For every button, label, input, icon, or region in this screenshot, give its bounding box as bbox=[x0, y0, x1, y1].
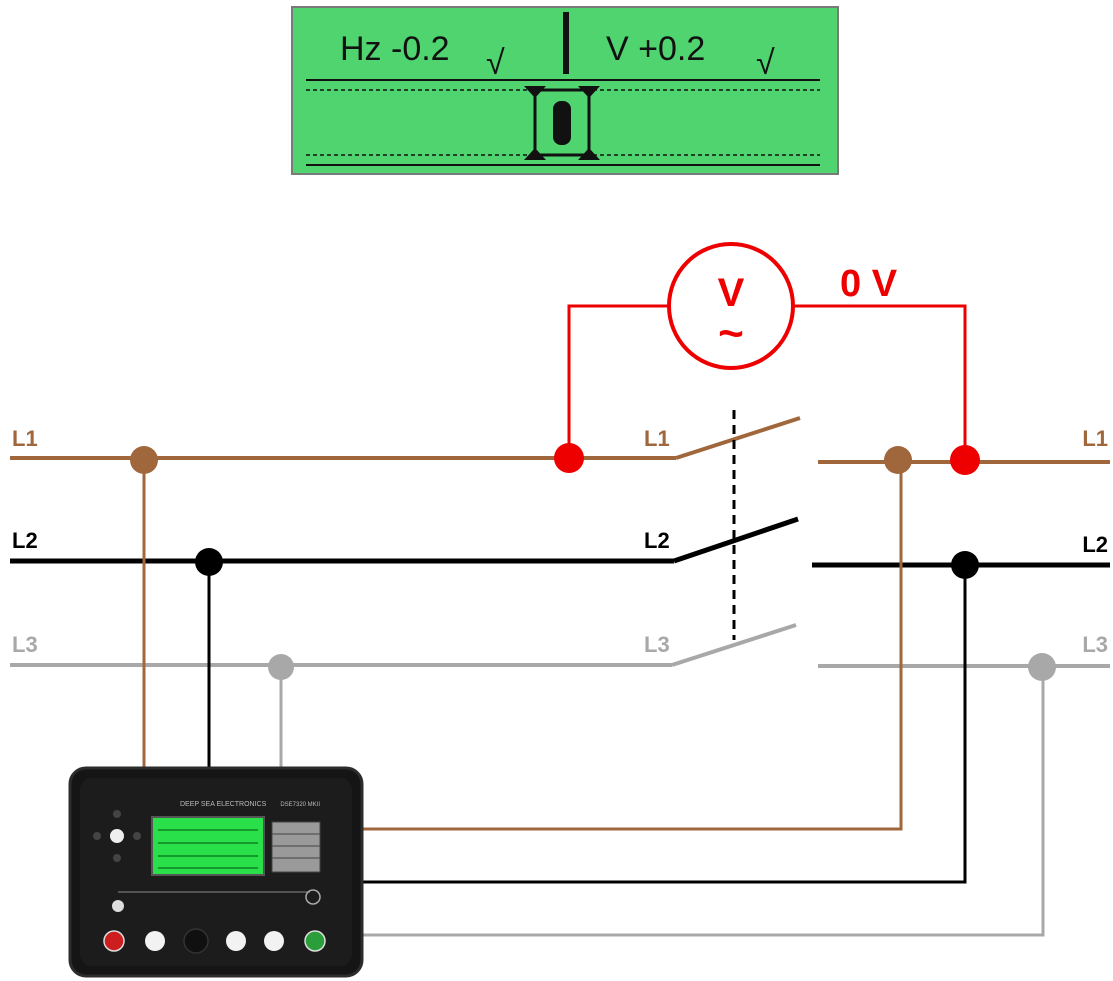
right-l2-label: L2 bbox=[1082, 532, 1108, 557]
auto-button[interactable] bbox=[226, 931, 246, 951]
right-l1-tap-wire bbox=[355, 460, 903, 831]
manual-button[interactable] bbox=[145, 931, 165, 951]
ac-wave-icon: ~ bbox=[718, 309, 744, 358]
line-l2 bbox=[10, 516, 1110, 568]
navigation-pad[interactable] bbox=[93, 810, 141, 862]
left-l1-label: L1 bbox=[12, 426, 38, 451]
frequency-ok-check-icon: √ bbox=[486, 44, 505, 82]
frequency-difference-label: Hz -0.2 bbox=[340, 30, 450, 68]
controller-lcd bbox=[151, 816, 265, 876]
voltmeter-right-probe bbox=[950, 445, 980, 475]
generator-controller: DEEP SEA ELECTRONICS DSE7320 MKII bbox=[68, 766, 364, 978]
voltmeter: V ~ 0 V bbox=[567, 242, 967, 458]
phase-pointer bbox=[553, 101, 571, 145]
right-l3-label: L3 bbox=[1082, 632, 1108, 657]
left-l2-label: L2 bbox=[12, 528, 38, 553]
generator-icon bbox=[305, 889, 321, 905]
blank-button[interactable] bbox=[183, 928, 209, 954]
voltmeter-symbol: V bbox=[718, 271, 745, 315]
l2-left-junction bbox=[195, 548, 223, 576]
voltage-reading: 0 V bbox=[840, 263, 898, 305]
controller-brand: DEEP SEA ELECTRONICS bbox=[180, 801, 267, 808]
nav-left-button[interactable] bbox=[93, 832, 101, 840]
l1-left-junction bbox=[130, 446, 158, 474]
switch-l1-label: L1 bbox=[644, 426, 670, 451]
switch-l3-label: L3 bbox=[644, 632, 670, 657]
stop-button[interactable] bbox=[103, 930, 125, 952]
voltmeter-left-probe bbox=[554, 443, 584, 473]
right-l1-label: L1 bbox=[1082, 426, 1108, 451]
controller-model: DSE7320 MKII bbox=[280, 802, 320, 808]
sync-display: Hz -0.2 √ V +0.2 √ bbox=[291, 6, 839, 175]
mains-icon bbox=[112, 900, 124, 912]
switch-l2-label: L2 bbox=[644, 528, 670, 553]
l1-right-junction bbox=[884, 446, 912, 474]
line-l3 bbox=[10, 623, 1110, 668]
right-l3-tap-wire bbox=[355, 668, 1045, 937]
start-button[interactable] bbox=[304, 930, 326, 952]
test-button[interactable] bbox=[264, 931, 284, 951]
nav-center-button[interactable] bbox=[110, 829, 124, 843]
controller-led-panel bbox=[271, 821, 321, 873]
nav-up-button[interactable] bbox=[113, 810, 121, 818]
l3-left-junction bbox=[268, 654, 294, 680]
left-l3-label: L3 bbox=[12, 632, 38, 657]
voltage-difference-label: V +0.2 bbox=[606, 30, 705, 68]
phase-window-icon bbox=[524, 86, 600, 160]
nav-right-button[interactable] bbox=[133, 832, 141, 840]
right-l2-tap-wire bbox=[355, 565, 967, 884]
l3-right-junction bbox=[1028, 653, 1056, 681]
nav-down-button[interactable] bbox=[113, 854, 121, 862]
voltage-ok-check-icon: √ bbox=[756, 44, 775, 82]
l2-right-junction bbox=[951, 551, 979, 579]
